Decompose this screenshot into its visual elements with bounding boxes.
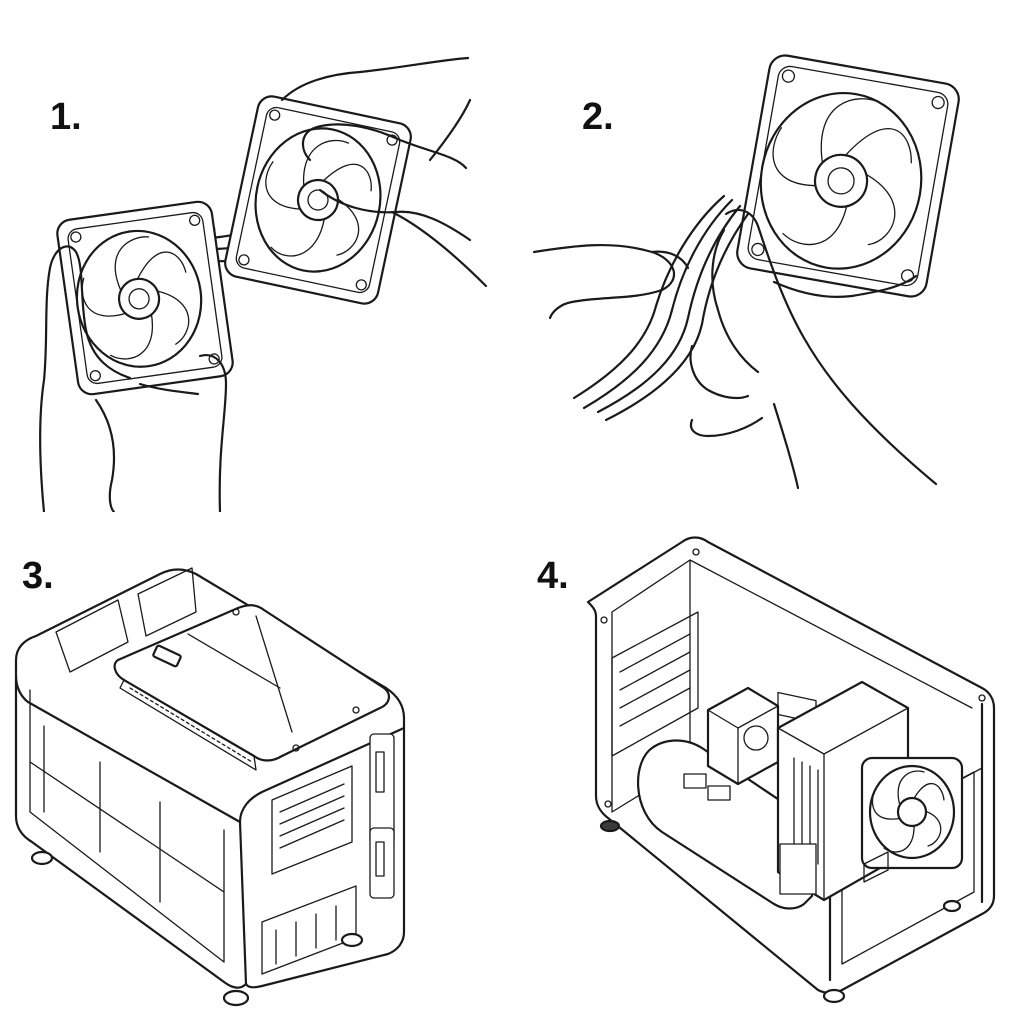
right-fan xyxy=(223,94,414,306)
installed-fan xyxy=(862,758,962,868)
step-4-panel: 4. xyxy=(512,512,1024,1024)
step-1-number: 1. xyxy=(50,96,82,138)
fans-connecting-icon xyxy=(0,0,512,512)
step-4-number: 4. xyxy=(537,555,569,597)
step-2-number: 2. xyxy=(582,96,614,138)
left-fan xyxy=(56,200,235,396)
step-3-number: 3. xyxy=(22,555,54,597)
step-2-panel: 2. xyxy=(512,0,1024,512)
pc-case-installed-fan-icon xyxy=(512,512,1024,1024)
fan xyxy=(735,53,962,299)
fan-cable-icon xyxy=(512,0,1024,512)
step-1-panel: 1. xyxy=(0,0,512,512)
step-3-panel: 3. xyxy=(0,512,512,1024)
pc-case-open-top-icon xyxy=(0,512,512,1024)
